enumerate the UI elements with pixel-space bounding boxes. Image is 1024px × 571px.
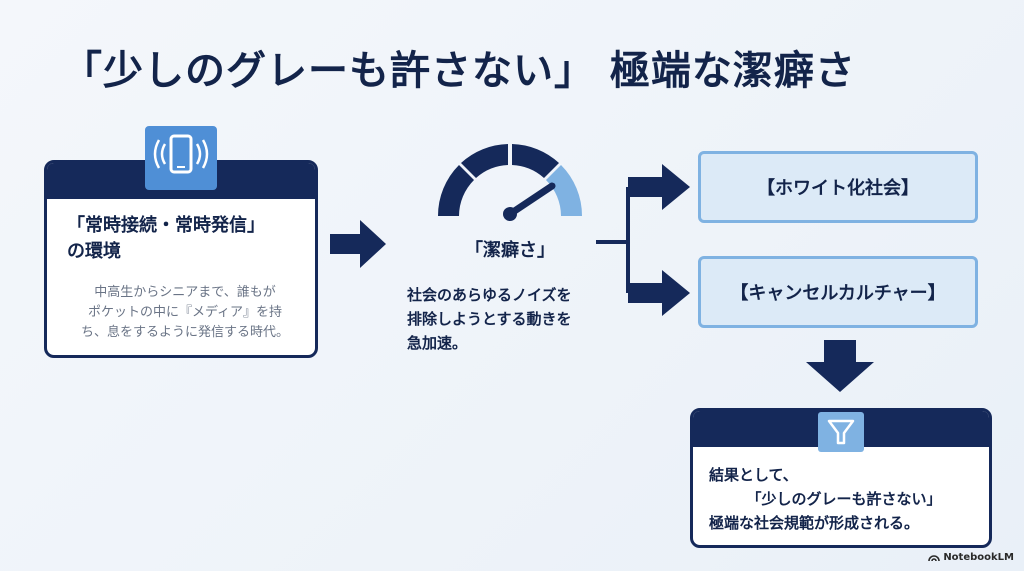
card-title: 「常時接続・常時発信」 の環境 — [67, 213, 307, 265]
connectivity-card: 「常時接続・常時発信」 の環境 中高生からシニアまで、誰もが ポケットの中に『メ… — [44, 160, 318, 358]
brand-watermark: NotebookLM — [928, 552, 1014, 563]
notebooklm-logo-icon — [928, 554, 941, 561]
gauge-text-line1: 社会のあらゆるノイズを — [407, 286, 572, 304]
smartphone-vibrate-icon — [145, 126, 217, 190]
right-arrow-icon — [330, 220, 386, 268]
outcome-white-society: 【ホワイト化社会】 — [698, 151, 978, 223]
funnel-filter-icon — [818, 412, 864, 452]
speedometer-icon — [430, 142, 590, 232]
gauge-label: 「潔癖さ」 — [465, 240, 555, 261]
result-line2: 「少しのグレーも許さない」 — [746, 490, 942, 508]
gauge-description: 社会のあらゆるノイズを 排除しようとする動きを 急加速。 — [407, 283, 617, 355]
result-line3: 極端な社会規範が形成される。 — [709, 514, 920, 532]
branch-connector — [596, 164, 690, 316]
result-line1: 結果として、 — [709, 466, 798, 484]
gauge-text-line3: 急加速。 — [407, 334, 468, 352]
brand-label: NotebookLM — [943, 552, 1014, 563]
card-title-line2: の環境 — [67, 241, 121, 262]
card-body-line3: ち、息をするように発信する時代。 — [80, 325, 289, 340]
card-body-line1: 中高生からシニアまで、誰もが — [94, 285, 276, 300]
gauge-text-line2: 排除しようとする動きを — [407, 310, 572, 328]
page-title: 「少しのグレーも許さない」 極端な潔癖さ — [62, 48, 856, 94]
result-text: 結果として、 「少しのグレーも許さない」 極端な社会規範が形成される。 — [709, 463, 979, 535]
card-body-line2: ポケットの中に『メディア』を持 — [87, 305, 283, 320]
card-title-line1: 「常時接続・常時発信」 — [67, 215, 265, 236]
outcome-cancel-culture: 【キャンセルカルチャー】 — [698, 256, 978, 328]
down-arrow-icon — [806, 340, 874, 392]
card-body: 中高生からシニアまで、誰もが ポケットの中に『メディア』を持 ち、息をするように… — [61, 283, 309, 343]
